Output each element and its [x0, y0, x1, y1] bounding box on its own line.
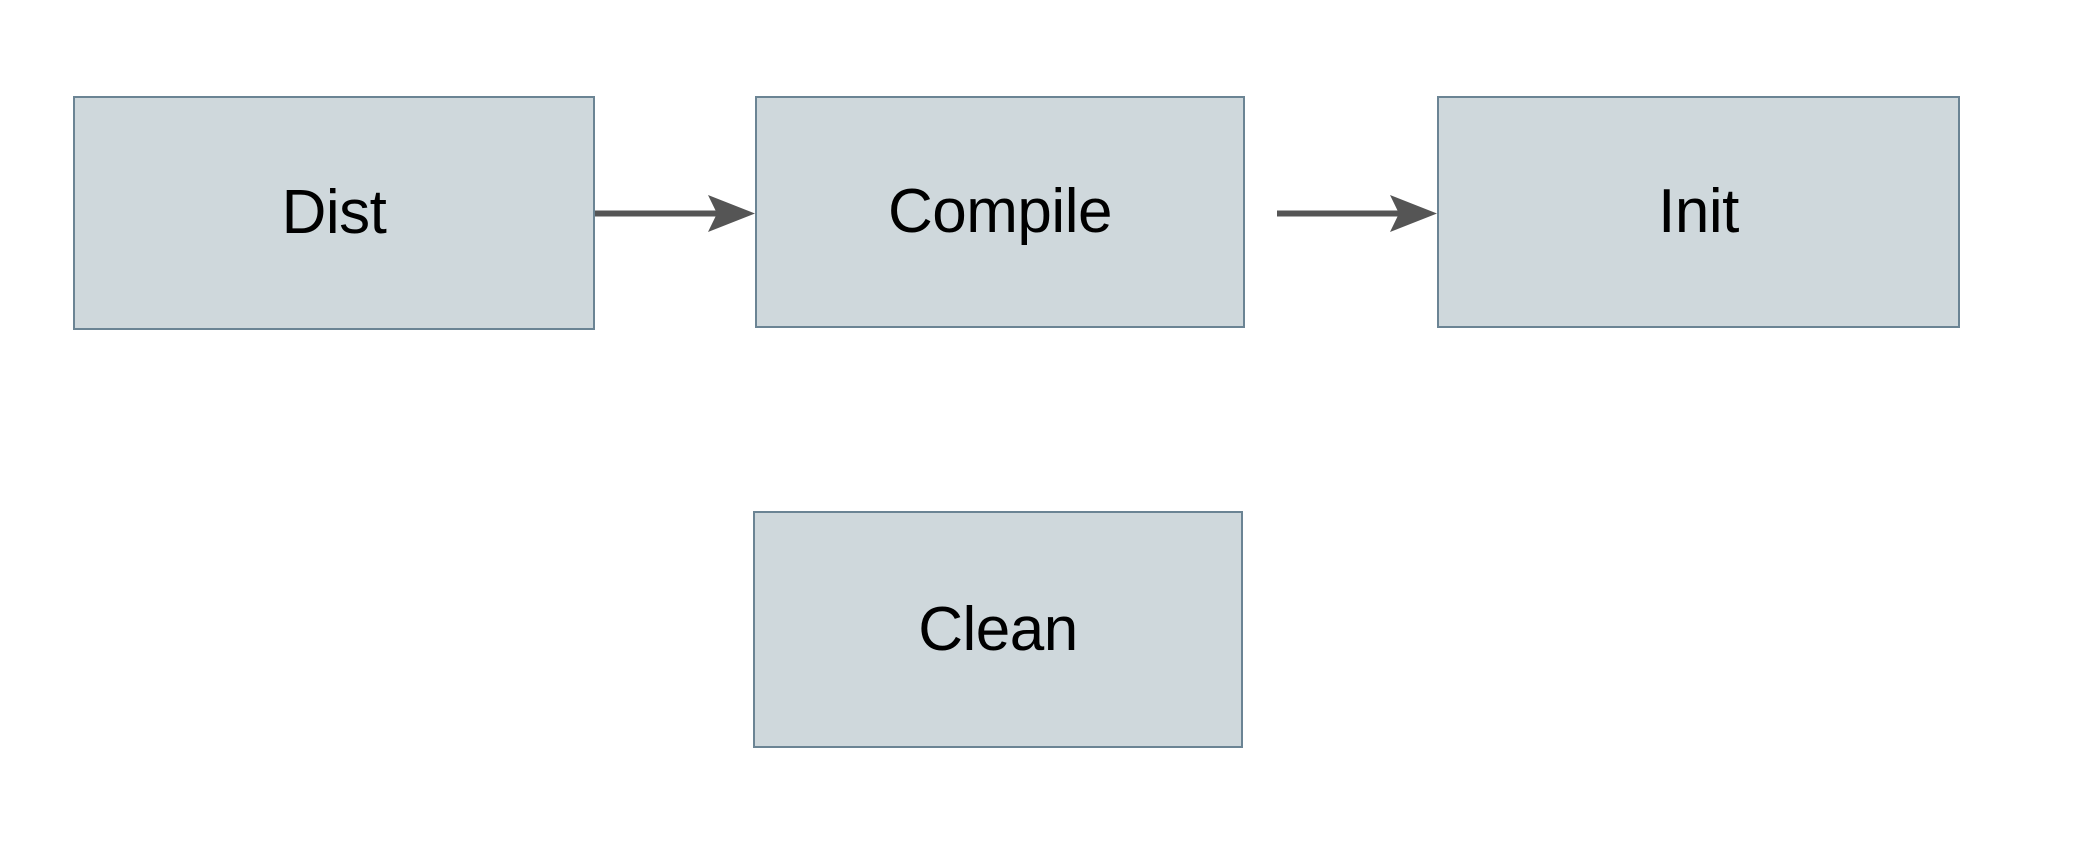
- edge-compile-to-init-arrowhead: [1390, 195, 1437, 232]
- node-dist[interactable]: Dist: [73, 96, 595, 330]
- edge-compile-to-init: [1277, 195, 1437, 232]
- node-init[interactable]: Init: [1437, 96, 1960, 328]
- node-clean-label: Clean: [918, 594, 1078, 664]
- node-dist-label: Dist: [281, 178, 387, 247]
- node-compile-label: Compile: [888, 177, 1112, 246]
- node-init-label: Init: [1658, 177, 1739, 246]
- edge-dist-to-compile-arrowhead: [708, 195, 755, 232]
- node-compile[interactable]: Compile: [755, 96, 1245, 328]
- node-clean[interactable]: Clean: [753, 511, 1243, 748]
- edge-dist-to-compile: [595, 195, 755, 232]
